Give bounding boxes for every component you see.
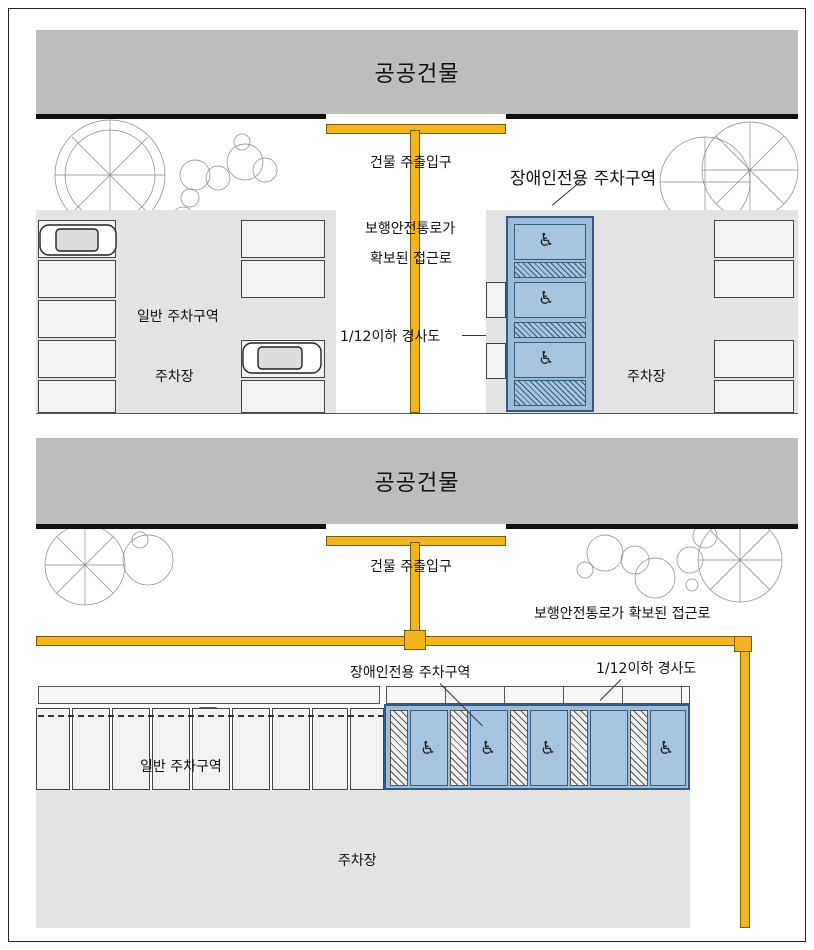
parking-stall: [36, 708, 70, 790]
wheelchair-icon: ♿: [540, 738, 557, 759]
top-right-stall-column: [714, 220, 794, 413]
parking-stall: [241, 380, 325, 413]
access-aisle: [510, 710, 528, 786]
bottom-building-label: 공공건물: [374, 471, 460, 496]
wheelchair-icon: ♿: [538, 230, 555, 251]
bottom-path-label: 보행안전통로가 확보된 접근로: [534, 606, 711, 622]
parking-stall: [350, 708, 384, 790]
top-accessible-zone-label: 장애인전용 주차구역: [510, 169, 657, 189]
top-right-lot-label: 주차장: [627, 369, 666, 385]
top-public-building: 공공건물: [36, 30, 798, 114]
parking-stall: [272, 708, 310, 790]
access-aisle: [514, 322, 586, 338]
bottom-public-building: 공공건물: [36, 438, 798, 524]
walkway-crossing: [734, 636, 752, 652]
top-ramp-leader: [462, 335, 488, 336]
car-icon: [242, 342, 322, 374]
top-accessible-zone: ♿ ♿ ♿: [506, 216, 594, 412]
top-accessible-walkway: [410, 130, 420, 413]
bottom-walkway-right: [740, 636, 750, 928]
top-entrance-label: 건물 주출입구: [370, 155, 452, 171]
parking-stall: [241, 220, 325, 258]
bottom-building-wall-left: [36, 524, 326, 529]
bottom-curb: [38, 686, 380, 704]
parking-stall: [38, 380, 116, 413]
parking-stall: [312, 708, 348, 790]
bottom-building-wall-right: [506, 524, 798, 529]
wheelchair-icon: ♿: [538, 288, 555, 309]
bottom-accessible-zone: ♿ ♿ ♿ ♿: [384, 704, 690, 790]
parking-stall: [72, 708, 110, 790]
top-path-label-1: 보행안전통로가: [365, 221, 456, 237]
access-aisle: [514, 380, 586, 406]
wheelchair-icon: ♿: [420, 738, 437, 759]
bottom-accessible-zone-label: 장애인전용 주차구역: [350, 665, 471, 681]
top-building-wall-left: [36, 114, 326, 119]
drawing-frame: [8, 8, 806, 942]
wheelchair-icon: ♿: [480, 738, 497, 759]
parking-stall: [714, 340, 794, 378]
bottom-general-stalls: [36, 708, 384, 790]
access-aisle: [450, 710, 468, 786]
ramp-step: [486, 343, 506, 379]
wheelchair-icon: ♿: [538, 348, 555, 369]
access-aisle: [514, 262, 586, 278]
top-ramp-label: 1/12이하 경사도: [340, 329, 441, 345]
accessible-stall: [650, 710, 686, 786]
parking-stall: [38, 340, 116, 378]
bottom-ramp-strip: [386, 686, 690, 704]
parking-stall: [714, 220, 794, 258]
bottom-general-zone-label: 일반 주차구역: [140, 759, 222, 775]
walkway-crossing: [404, 630, 426, 650]
tree-icon: [576, 517, 783, 603]
top-general-zone-label: 일반 주차구역: [137, 309, 219, 325]
top-building-wall-right: [506, 114, 798, 119]
parking-stall: [152, 708, 190, 790]
parking-stall: [241, 260, 325, 298]
parking-stall: [714, 380, 794, 413]
stall-dashed-line: [38, 715, 384, 717]
bottom-lot-label: 주차장: [338, 853, 377, 869]
access-aisle: [630, 710, 648, 786]
accessible-stall: [514, 224, 586, 260]
parking-stall: [192, 708, 230, 790]
parking-stall: [112, 708, 150, 790]
car-icon: [39, 224, 117, 256]
parking-stall: [38, 260, 116, 298]
access-aisle: [390, 710, 408, 786]
parking-stall: [232, 708, 270, 790]
accessible-stall: [514, 282, 586, 318]
accessible-stall: [470, 710, 508, 786]
access-aisle: [570, 710, 588, 786]
parking-stall: [38, 300, 116, 338]
accessible-stall: [590, 710, 628, 786]
accessible-stall: [514, 342, 586, 378]
top-path-label-2: 확보된 접근로: [370, 251, 452, 267]
bottom-parking-lot: [36, 790, 690, 928]
ramp-step: [486, 282, 506, 318]
wheelchair-icon: ♿: [658, 738, 675, 759]
bottom-walkway-horizontal: [36, 636, 750, 646]
bottom-ramp-label: 1/12이하 경사도: [596, 661, 697, 677]
top-left-lot-label: 주차장: [155, 369, 194, 385]
bottom-entrance-label: 건물 주출입구: [370, 559, 452, 575]
top-building-label: 공공건물: [374, 62, 460, 87]
top-separator-line: [36, 413, 798, 414]
parking-stall: [714, 260, 794, 298]
accessible-stall: [410, 710, 448, 786]
accessible-stall: [530, 710, 568, 786]
